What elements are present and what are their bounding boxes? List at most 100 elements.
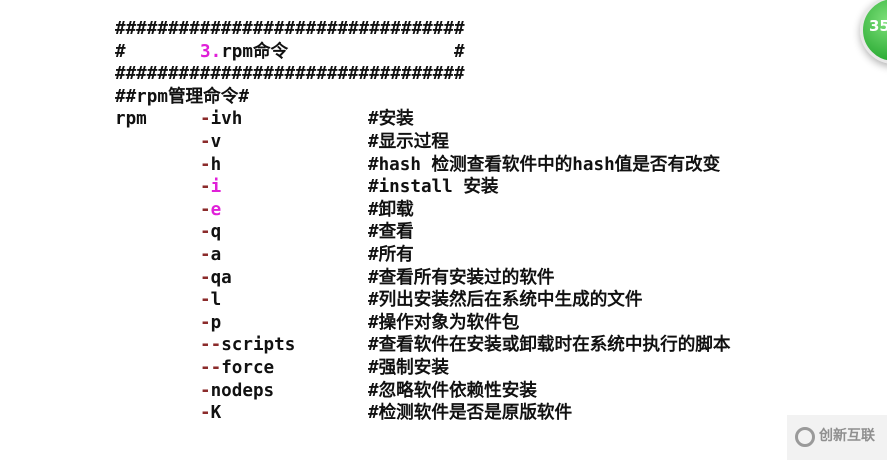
flag-dash: -: [200, 380, 211, 401]
option-comment: #hash 检测查看软件中的hash值是否有改变: [368, 154, 721, 175]
hash-line-top: #################################: [115, 18, 855, 41]
option-row: -h#hash 检测查看软件中的hash值是否有改变: [115, 154, 855, 177]
flag-dash: -: [200, 312, 211, 333]
title: 3.rpm命令: [200, 41, 454, 64]
flag-dash: -: [200, 244, 211, 265]
flag-name: q: [210, 222, 222, 243]
command-spacer: [115, 199, 200, 222]
option-row: -nodeps#忽略软件依赖性安装: [115, 380, 855, 403]
command-spacer: [115, 221, 200, 244]
option-row: -K#检测软件是否是原版软件: [115, 402, 855, 425]
flag-dash: -: [200, 131, 211, 152]
command-spacer: [115, 289, 200, 312]
flag-name: qa: [210, 267, 232, 288]
title-suffix: #: [454, 41, 465, 62]
title-text: rpm命令: [221, 41, 289, 62]
flag-dash: -: [200, 290, 211, 311]
flag-name: h: [210, 154, 222, 175]
flag-name: ivh: [210, 109, 243, 130]
option-flag: -K: [200, 402, 368, 425]
option-flag: -p: [200, 312, 368, 335]
option-row: -p#操作对象为软件包: [115, 312, 855, 335]
watermark-text: 创新互联: [819, 428, 875, 444]
command-spacer: [115, 357, 200, 380]
option-flag: -qa: [200, 267, 368, 290]
flag-name: force: [221, 357, 275, 378]
option-flag: -h: [200, 154, 368, 177]
option-row: -e#卸载: [115, 199, 855, 222]
option-comment: #查看: [368, 222, 414, 243]
option-comment: #强制安装: [368, 357, 449, 378]
flag-dash: -: [200, 154, 211, 175]
command-spacer: [115, 154, 200, 177]
flag-name: p: [210, 312, 222, 333]
command-spacer: [115, 380, 200, 403]
section-heading: ##rpm管理命令#: [115, 86, 855, 109]
flag-dash: --: [200, 335, 222, 356]
option-comment: #查看所有安装过的软件: [368, 267, 555, 288]
watermark: 创新互联: [787, 415, 887, 460]
option-flag: -i: [200, 176, 368, 199]
flag-name: nodeps: [210, 380, 275, 401]
command-spacer: [115, 312, 200, 335]
hash-line-text: #################################: [115, 19, 465, 39]
hash-line-text: #################################: [115, 64, 465, 85]
option-row: -i#install 安装: [115, 176, 855, 199]
title-number: 3.: [200, 41, 222, 62]
option-flag: -l: [200, 289, 368, 312]
option-comment: #显示过程: [368, 131, 449, 152]
command-spacer: [115, 244, 200, 267]
option-flag: --force: [200, 357, 368, 380]
option-list: rpm-ivh#安装-v#显示过程-h#hash 检测查看软件中的hash值是否…: [115, 108, 855, 424]
flag-dash: -: [200, 199, 211, 220]
page-number-badge: 35: [860, 0, 887, 64]
option-row: -q #查看: [115, 221, 855, 244]
option-flag: -e: [200, 199, 368, 222]
title-line: #3.rpm命令#: [115, 41, 855, 64]
option-flag: --scripts: [200, 334, 368, 357]
command-spacer: [115, 334, 200, 357]
flag-name: v: [210, 131, 222, 152]
flag-name: a: [210, 244, 222, 265]
option-comment: #列出安装然后在系统中生成的文件: [368, 290, 643, 311]
flag-name: l: [210, 290, 222, 311]
option-comment: #忽略软件依赖性安装: [368, 380, 537, 401]
option-row: --force#强制安装: [115, 357, 855, 380]
option-row: -l#列出安装然后在系统中生成的文件: [115, 289, 855, 312]
option-comment: #操作对象为软件包: [368, 312, 520, 333]
option-row: rpm-ivh#安装: [115, 108, 855, 131]
flag-dash: -: [200, 267, 211, 288]
command-spacer: [115, 267, 200, 290]
option-row: -qa#查看所有安装过的软件: [115, 267, 855, 290]
command-spacer: [115, 402, 200, 425]
option-comment: #所有: [368, 244, 414, 265]
option-flag: -ivh: [200, 108, 368, 131]
option-comment: #查看软件在安装或卸载时在系统中执行的脚本: [368, 335, 731, 356]
option-comment: #安装: [368, 109, 414, 130]
title-prefix: #: [115, 41, 126, 62]
option-flag: -v: [200, 131, 368, 154]
flag-name: scripts: [221, 335, 296, 356]
flag-dash: --: [200, 357, 222, 378]
flag-name: K: [210, 403, 222, 424]
command-name: rpm: [115, 109, 147, 130]
code-document: ################################# #3.rpm…: [115, 18, 855, 425]
option-row: -v#显示过程: [115, 131, 855, 154]
command-spacer: [115, 131, 200, 154]
option-flag: -a: [200, 244, 368, 267]
flag-name: i: [210, 177, 222, 198]
option-flag: -nodeps: [200, 380, 368, 403]
option-comment: #卸载: [368, 199, 414, 220]
watermark-logo-icon: [795, 427, 815, 447]
command-spacer: [115, 176, 200, 199]
flag-dash: -: [200, 109, 211, 130]
option-comment: #检测软件是否是原版软件: [368, 403, 573, 424]
flag-dash: -: [200, 177, 211, 198]
flag-dash: -: [200, 222, 211, 243]
option-row: --scripts#查看软件在安装或卸载时在系统中执行的脚本: [115, 334, 855, 357]
flag-dash: -: [200, 403, 211, 424]
option-row: -a#所有: [115, 244, 855, 267]
option-comment: #install 安装: [368, 177, 499, 198]
section-heading-text: ##rpm管理命令#: [115, 86, 249, 107]
flag-name: e: [210, 199, 222, 220]
